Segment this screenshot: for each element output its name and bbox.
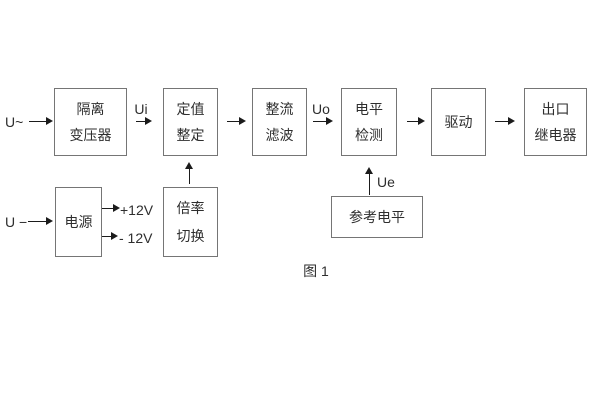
block-level-detection-line1: 电平 [355,100,383,117]
block-level-detection-line2: 检测 [355,127,383,144]
block-setting-adjust-line2: 整定 [176,127,205,144]
block-isolation-transformer-line1: 隔离 [76,100,105,117]
arrow-right-plus-12v-icon [102,204,120,213]
block-drive-line1: 驱动 [444,114,473,130]
block-reference-level-line1: 参考电平 [349,209,405,225]
block-reference-level: 参考电平 [331,196,423,238]
block-rectifier-filter: 整流 滤波 [252,88,307,156]
figure-caption: 图 1 [303,263,329,279]
arrow-right-setting-to-rectifier-icon [227,117,246,126]
block-rectifier-filter-line2: 滤波 [265,127,294,144]
block-output-relay: 出口 继电器 [524,88,587,156]
label-minus-12v: - 12V [119,230,153,246]
arrow-right-transformer-to-setting-icon [136,117,152,126]
block-output-relay-line1: 出口 [541,100,570,117]
block-ratio-switching: 倍率 切换 [163,187,218,257]
block-isolation-transformer-line2: 变压器 [69,127,112,144]
arrow-up-ratio-to-setting-icon [185,162,194,184]
label-uo: Uo [312,101,330,117]
label-input-dc: U − [5,214,28,230]
arrow-right-minus-12v-icon [102,232,118,241]
block-drive: 驱动 [431,88,486,156]
block-output-relay-line2: 继电器 [534,127,577,144]
label-plus-12v: +12V [120,202,154,218]
block-rectifier-filter-line1: 整流 [265,100,294,117]
block-setting-adjust: 定值 整定 [163,88,218,156]
label-ui: Ui [134,101,148,117]
block-setting-adjust-line1: 定值 [176,100,205,117]
block-ratio-switching-line1: 倍率 [176,200,205,217]
block-power-supply: 电源 [55,187,102,257]
arrow-right-input-dc-icon [28,217,53,226]
arrow-right-drive-to-relay-icon [495,117,515,126]
block-ratio-switching-line2: 切换 [176,227,205,244]
block-level-detection: 电平 检测 [341,88,397,156]
block-power-supply-line1: 电源 [64,214,93,230]
label-ue: Ue [377,174,395,190]
label-input-ac: U~ [5,114,24,130]
arrow-right-input-ac-icon [29,117,53,126]
arrow-right-rectifier-to-level-icon [313,117,333,126]
arrow-right-level-to-drive-icon [407,117,425,126]
arrow-up-reference-to-level-icon [365,167,374,195]
block-isolation-transformer: 隔离 变压器 [54,88,127,156]
